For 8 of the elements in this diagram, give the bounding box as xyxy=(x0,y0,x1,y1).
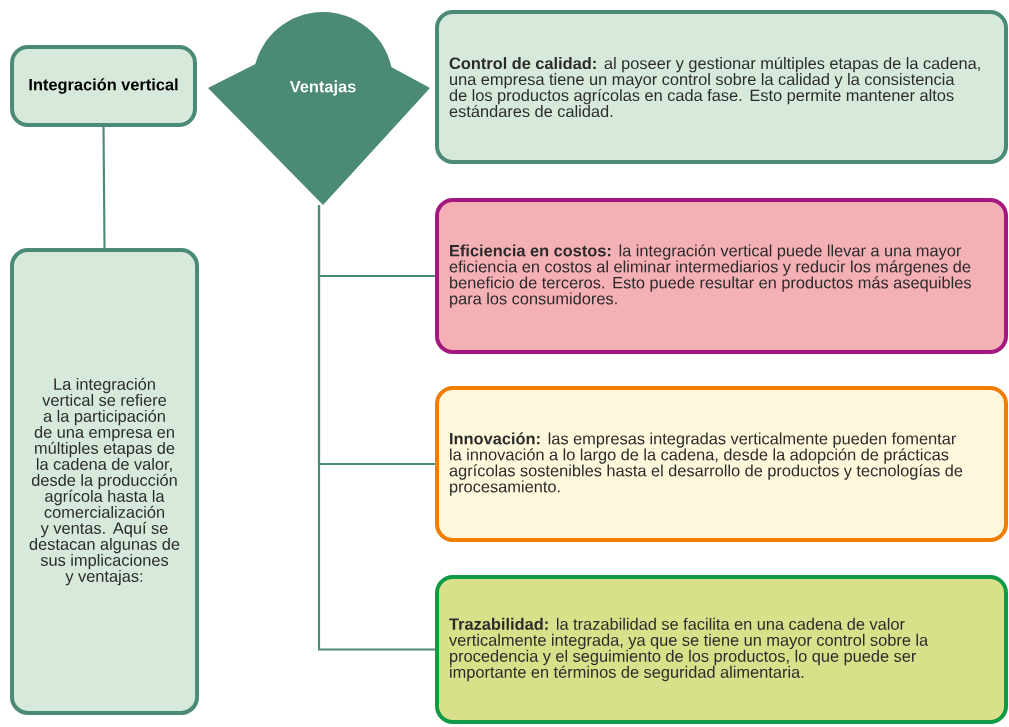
connector-line xyxy=(317,205,435,651)
text-box: Innovación: las empresas integradas verticalmente pueden fomentar la innovación a lo largo de la cadena, desde la adopción de prácticas agrícolas sostenibles hasta el desarrollo de productos y tecnologías de procesamiento. xyxy=(434,386,1009,542)
text-box: Eficiencia en costos: la integración vertical puede llevar a una mayor eficiencia en costos al eliminar intermediarios y reducir los márgenes de beneficio de terceros. Esto puede resultar en productos más asequibles para los consumidores. xyxy=(434,198,1009,354)
title-box: Integración vertical xyxy=(10,45,197,127)
text-box: Control de calidad: al poseer y gestionar múltiples etapas de la cadena, una empresa tiene un mayor control sobre la calidad y la consistencia de los productos agrícolas en cada fase. Esto permite mantener altos estándares de calidad. xyxy=(434,10,1009,164)
text-box: Trazabilidad: la trazabilidad se facilita en una cadena de valor verticalmente integrada, ya que se tiene un mayor control sobre la procedencia y el seguimiento de los productos, lo que puede ser importante en términos de seguridad alimentaria. xyxy=(434,574,1009,724)
description-box: La integración vertical se refiere a la participación de una empresa en múltiples etapas de la cadena de valor, desde la producción agrícola hasta la comercialización y ventas. Aquí se destacan algunas de sus implicaciones y ventajas: xyxy=(10,248,200,715)
connector-line xyxy=(102,127,106,249)
